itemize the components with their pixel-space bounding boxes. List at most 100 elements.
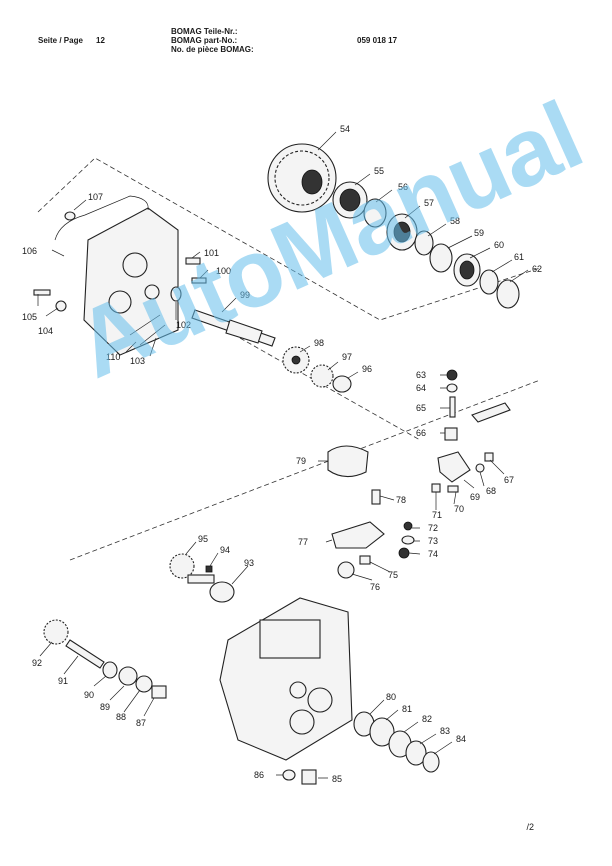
callout-60: 60 <box>494 240 504 250</box>
ring-88 <box>135 675 153 693</box>
bearing-57 <box>386 213 418 251</box>
nut-72 <box>403 521 413 531</box>
axis-dashed-line <box>69 379 541 561</box>
callout-56: 56 <box>398 182 408 192</box>
washer-64 <box>446 383 458 393</box>
callout-105: 105 <box>22 312 37 322</box>
bolt-78 <box>371 489 381 505</box>
nut-67 <box>484 452 494 462</box>
bushing-85 <box>301 769 317 785</box>
callout-83: 83 <box>440 726 450 736</box>
bearing-89 <box>118 666 138 686</box>
callout-85: 85 <box>332 774 342 784</box>
callout-71: 71 <box>432 510 442 520</box>
washer-107 <box>64 211 76 221</box>
callout-54: 54 <box>340 124 350 134</box>
callout-107: 107 <box>88 192 103 202</box>
pin-70 <box>447 485 459 493</box>
callout-89: 89 <box>100 702 110 712</box>
callout-61: 61 <box>514 252 524 262</box>
callout-65: 65 <box>416 403 426 413</box>
gear-98 <box>282 346 310 374</box>
callout-77: 77 <box>298 537 308 547</box>
part-number-labels: BOMAG Teile-Nr.: BOMAG part-No.: No. de … <box>171 27 254 54</box>
callout-103: 103 <box>130 356 145 366</box>
bolt-105 <box>33 289 51 296</box>
ring-56 <box>363 198 387 228</box>
callout-92: 92 <box>32 658 42 668</box>
shaft-99 <box>191 309 276 347</box>
callout-110: 110 <box>106 352 120 362</box>
callout-80: 80 <box>386 692 396 702</box>
pin-100 <box>191 277 207 284</box>
callout-81: 81 <box>402 704 412 714</box>
washer-73 <box>401 535 415 545</box>
cover-dashed-outline <box>37 157 541 321</box>
seal-62 <box>496 279 520 309</box>
lever-69 <box>437 451 471 483</box>
screw-71 <box>431 483 441 493</box>
ring-90 <box>102 661 118 679</box>
callout-64: 64 <box>416 383 426 393</box>
callout-63: 63 <box>416 370 426 380</box>
callout-73: 73 <box>428 536 438 546</box>
callout-87: 87 <box>136 718 146 728</box>
callout-101: 101 <box>204 248 219 258</box>
callout-55: 55 <box>374 166 384 176</box>
page-label: Seite / Page <box>38 36 83 45</box>
bearing-93 <box>209 581 235 603</box>
key-94 <box>205 565 213 573</box>
callout-69: 69 <box>470 492 480 502</box>
gearbox-housing <box>219 597 353 761</box>
gear-95 <box>169 553 215 584</box>
bearing-55 <box>332 181 368 219</box>
callout-67: 67 <box>504 475 514 485</box>
page-number: 12 <box>96 36 105 45</box>
callout-57: 57 <box>424 198 434 208</box>
callout-102: 102 <box>176 320 191 330</box>
callout-106: 106 <box>22 246 37 256</box>
callout-78: 78 <box>396 495 406 505</box>
bearing-83 <box>405 740 427 766</box>
ring-59 <box>429 243 453 273</box>
washer-86 <box>282 769 296 781</box>
gasket-106 <box>54 195 149 241</box>
bolt-65 <box>449 396 456 418</box>
callout-96: 96 <box>362 364 372 374</box>
callout-79: 79 <box>296 456 306 466</box>
page-footer-mark: /2 <box>526 822 534 832</box>
key-101 <box>185 257 201 265</box>
callout-70: 70 <box>454 504 464 514</box>
bushing-87 <box>151 685 167 699</box>
part-number: 059 018 17 <box>357 36 398 45</box>
callout-75: 75 <box>388 570 398 580</box>
callout-90: 90 <box>84 690 94 700</box>
callout-88: 88 <box>116 712 126 722</box>
callout-100: 100 <box>216 266 231 276</box>
callout-93: 93 <box>244 558 254 568</box>
gear-92 <box>43 619 69 645</box>
part-label-en: BOMAG part-No.: <box>171 36 238 45</box>
ring-102 <box>170 286 182 302</box>
ring-58 <box>414 230 434 256</box>
sleeve-96 <box>332 375 352 393</box>
part-label-de: BOMAG Teile-Nr.: <box>171 27 238 36</box>
rod-end <box>471 402 511 423</box>
shift-fork-77 <box>331 521 385 549</box>
callout-91: 91 <box>58 676 68 686</box>
callout-76: 76 <box>370 582 380 592</box>
pins-110-103 <box>129 314 166 346</box>
callout-72: 72 <box>428 523 438 533</box>
callout-95: 95 <box>198 534 208 544</box>
part-label-fr: No. de pièce BOMAG: <box>171 45 254 54</box>
callout-86: 86 <box>254 770 264 780</box>
bearing-60 <box>453 253 481 287</box>
nut-74 <box>398 547 410 559</box>
gear-97 <box>310 364 334 388</box>
callout-74: 74 <box>428 549 438 559</box>
leader-lines <box>37 131 529 779</box>
callout-82: 82 <box>422 714 432 724</box>
callout-68: 68 <box>486 486 496 496</box>
housing-dashed-outline <box>239 337 421 441</box>
ring-61 <box>479 269 499 295</box>
